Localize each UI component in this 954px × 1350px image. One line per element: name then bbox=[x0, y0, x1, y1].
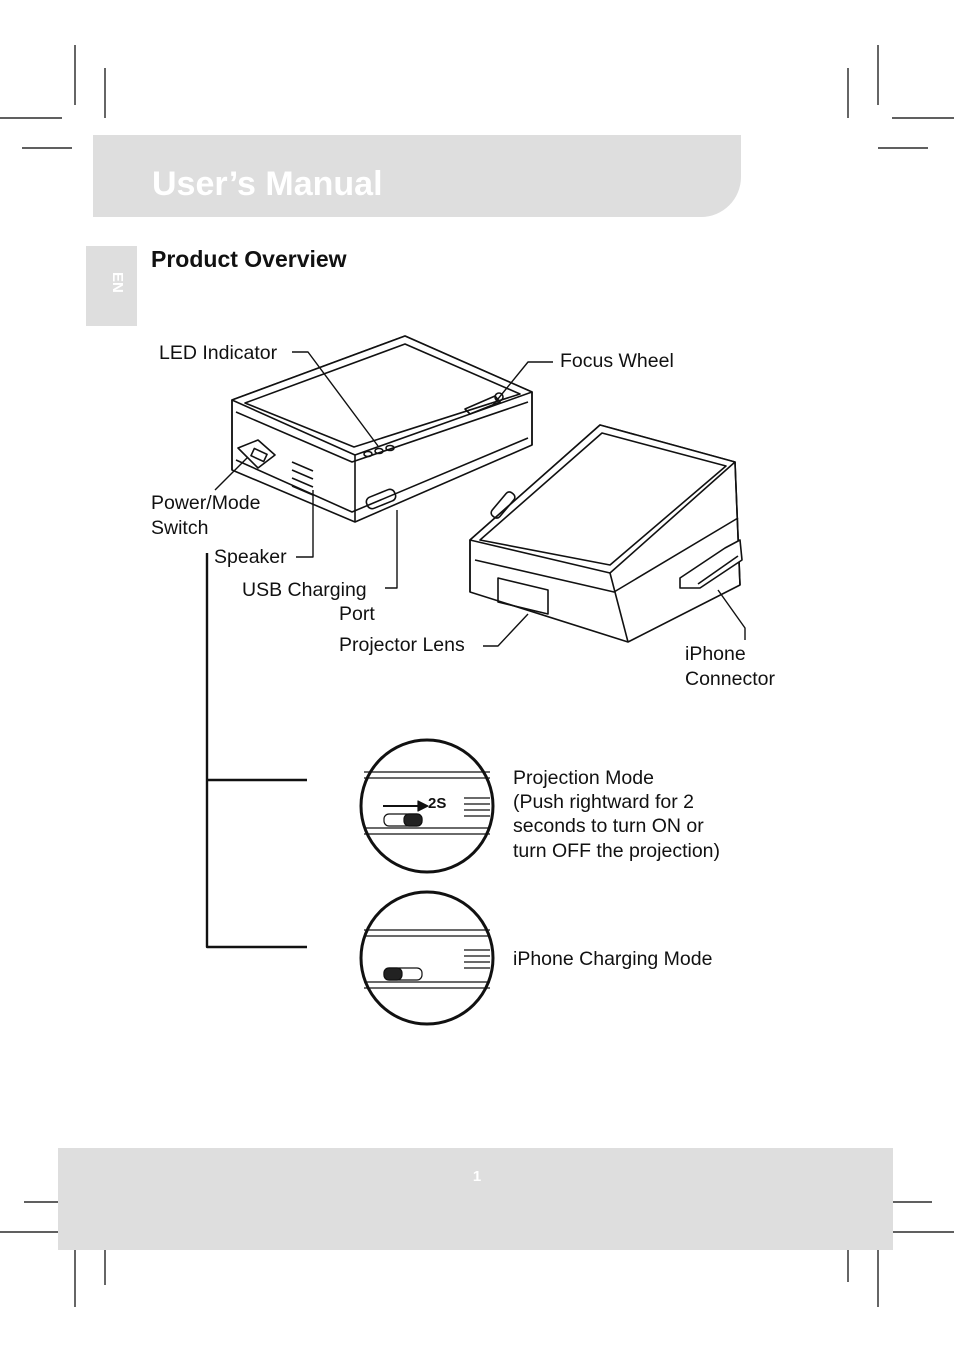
charging-mode-label: iPhone Charging Mode bbox=[513, 948, 713, 970]
usb-port bbox=[365, 488, 397, 510]
label-led-indicator: LED Indicator bbox=[159, 342, 278, 364]
iphone-connector bbox=[679, 539, 743, 589]
label-projector-lens: Projector Lens bbox=[339, 634, 465, 656]
label-iphone-connector-line2: Connector bbox=[685, 668, 775, 690]
focus-wheel bbox=[464, 395, 501, 415]
projector-device-side-view bbox=[469, 424, 743, 643]
charging-mode-zoom bbox=[359, 890, 495, 1026]
section-title: Product Overview bbox=[151, 246, 347, 272]
label-speaker: Speaker bbox=[214, 546, 287, 568]
speaker-grille bbox=[291, 461, 314, 496]
projector-device-top-view bbox=[231, 335, 533, 523]
projection-mode-line1: Projection Mode bbox=[513, 767, 654, 789]
projection-mode-line2: (Push rightward for 2 bbox=[513, 791, 694, 813]
projection-mode-line4: turn OFF the projection) bbox=[513, 840, 720, 862]
footer-band bbox=[58, 1148, 893, 1250]
label-focus-wheel: Focus Wheel bbox=[560, 350, 674, 372]
language-tab bbox=[86, 246, 137, 326]
label-power-mode-switch-line1: Power/Mode bbox=[151, 492, 261, 514]
projector-lens bbox=[497, 577, 549, 615]
led-dots bbox=[363, 444, 395, 458]
label-power-mode-switch-line2: Switch bbox=[151, 517, 209, 539]
header-band bbox=[93, 135, 741, 217]
label-usb-charging-line2: Port bbox=[339, 603, 375, 625]
page-number: 1 bbox=[472, 1168, 482, 1185]
switch-marker-2s: 2S bbox=[428, 795, 447, 812]
label-iphone-connector-line1: iPhone bbox=[685, 643, 746, 665]
projection-mode-line3: seconds to turn ON or bbox=[513, 815, 704, 837]
label-usb-charging-line1: USB Charging bbox=[242, 579, 367, 601]
manual-title: User’s Manual bbox=[152, 165, 383, 203]
